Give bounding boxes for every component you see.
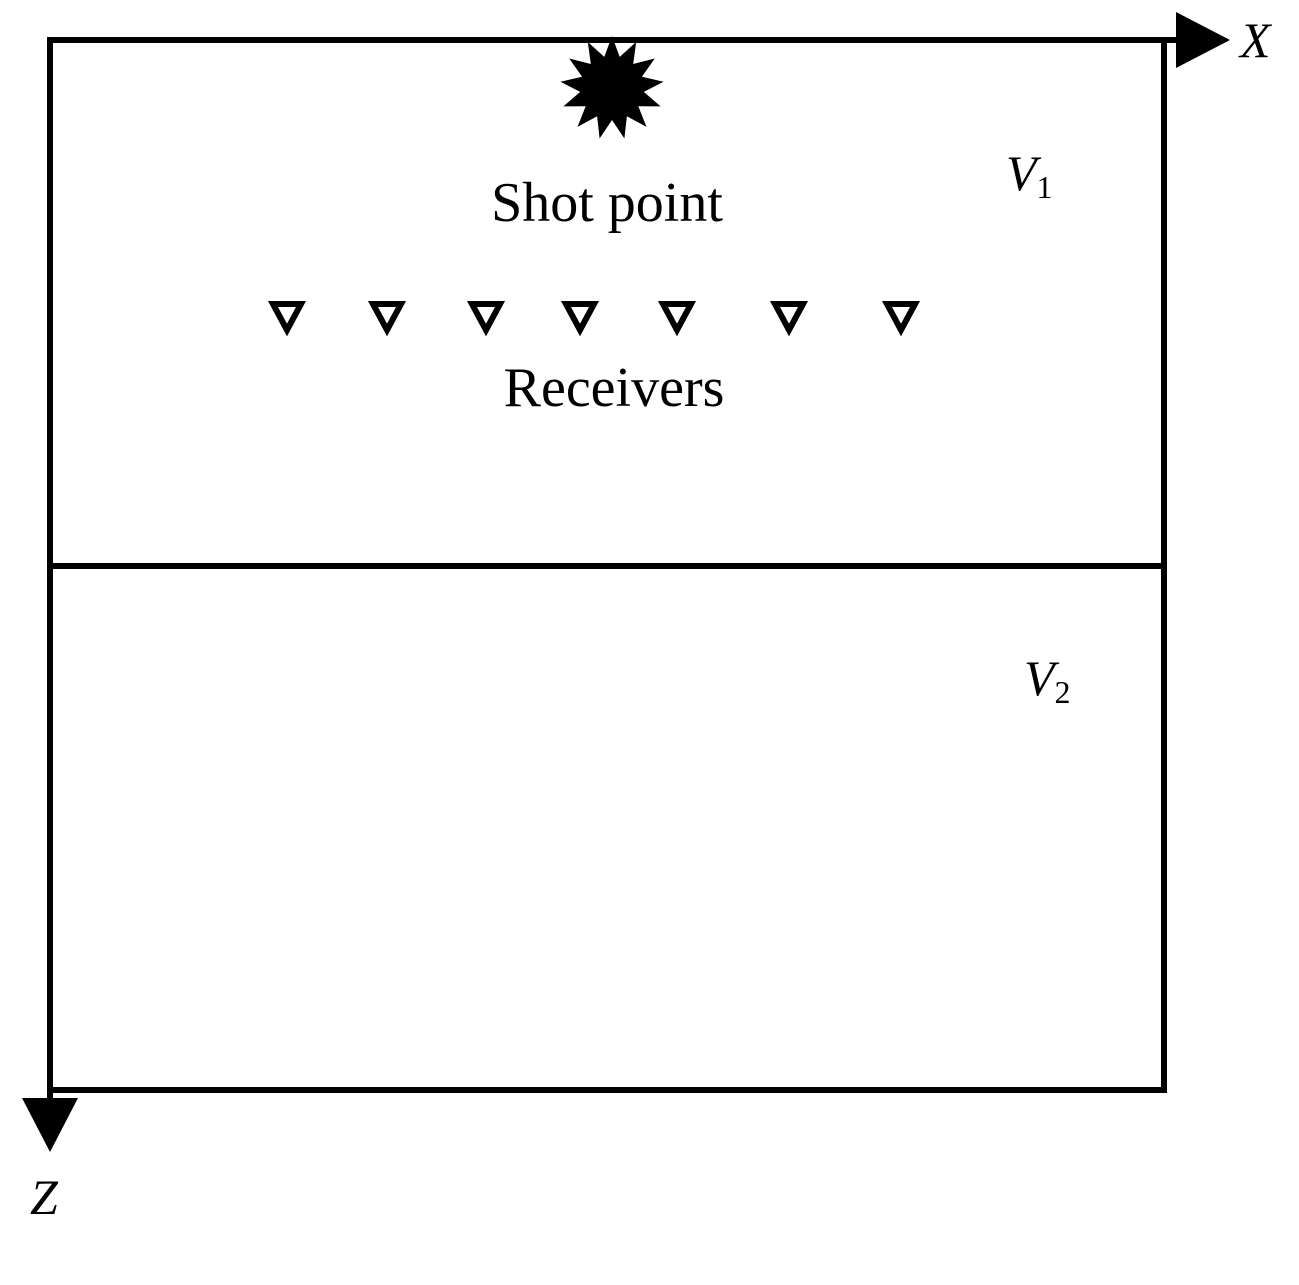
receiver-triangle-icon — [881, 301, 921, 337]
receivers-label: Receivers — [504, 357, 725, 419]
layer-2-velocity-symbol: V — [1024, 650, 1060, 706]
x-axis-arrow-icon — [1176, 12, 1230, 68]
z-axis-label: Z — [30, 1169, 59, 1225]
x-axis-label: X — [1238, 12, 1273, 68]
receiver-triangle-icon — [769, 301, 809, 337]
explosion-burst-icon — [560, 36, 664, 139]
shot-point-label: Shot point — [491, 172, 723, 234]
receiver-array — [267, 301, 921, 337]
receiver-triangle-icon — [466, 301, 506, 337]
layer-1-velocity-label: V1 — [1006, 145, 1053, 205]
layer-1-velocity-symbol: V — [1006, 145, 1042, 201]
z-axis-arrow-icon — [22, 1098, 78, 1152]
receiver-triangle-icon — [657, 301, 697, 337]
layer-1-velocity-subscript: 1 — [1037, 169, 1053, 205]
receiver-triangle-icon — [560, 301, 600, 337]
layer-2-velocity-subscript: 2 — [1055, 674, 1071, 710]
receiver-triangle-icon — [267, 301, 307, 337]
layer-2-velocity-label: V2 — [1024, 650, 1071, 710]
receiver-triangle-icon — [367, 301, 407, 337]
